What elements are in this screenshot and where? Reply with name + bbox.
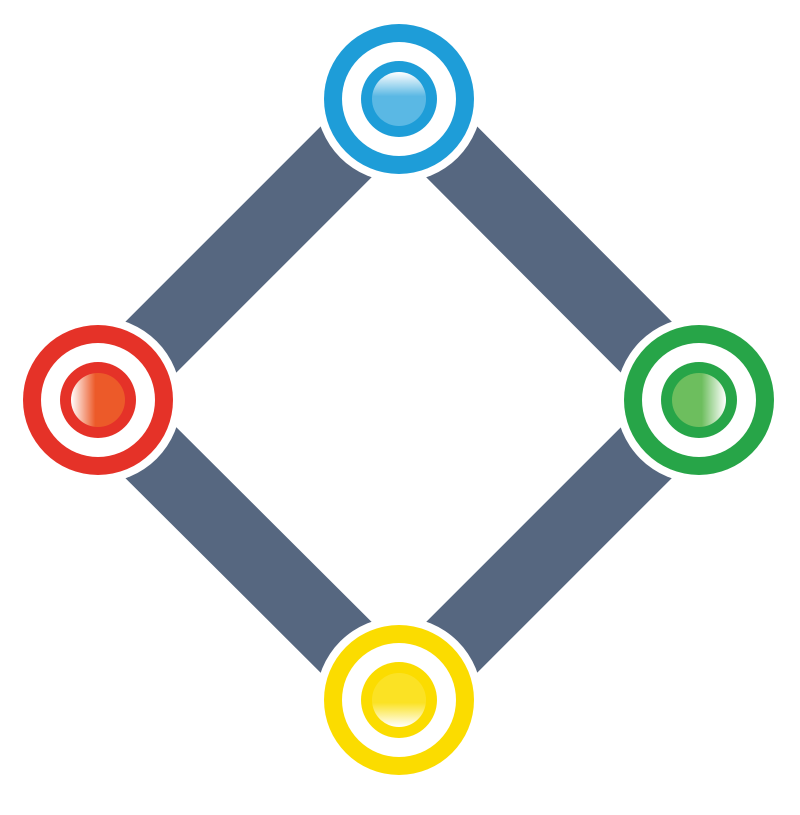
node-bottom: [316, 617, 482, 783]
node-top: [316, 16, 482, 182]
node-right: [616, 317, 782, 483]
node-core: [372, 673, 426, 727]
node-core: [372, 72, 426, 126]
connectors: [72, 73, 725, 726]
node-left: [15, 317, 181, 483]
nodes: [15, 16, 782, 783]
node-core: [71, 373, 125, 427]
node-core: [672, 373, 726, 427]
